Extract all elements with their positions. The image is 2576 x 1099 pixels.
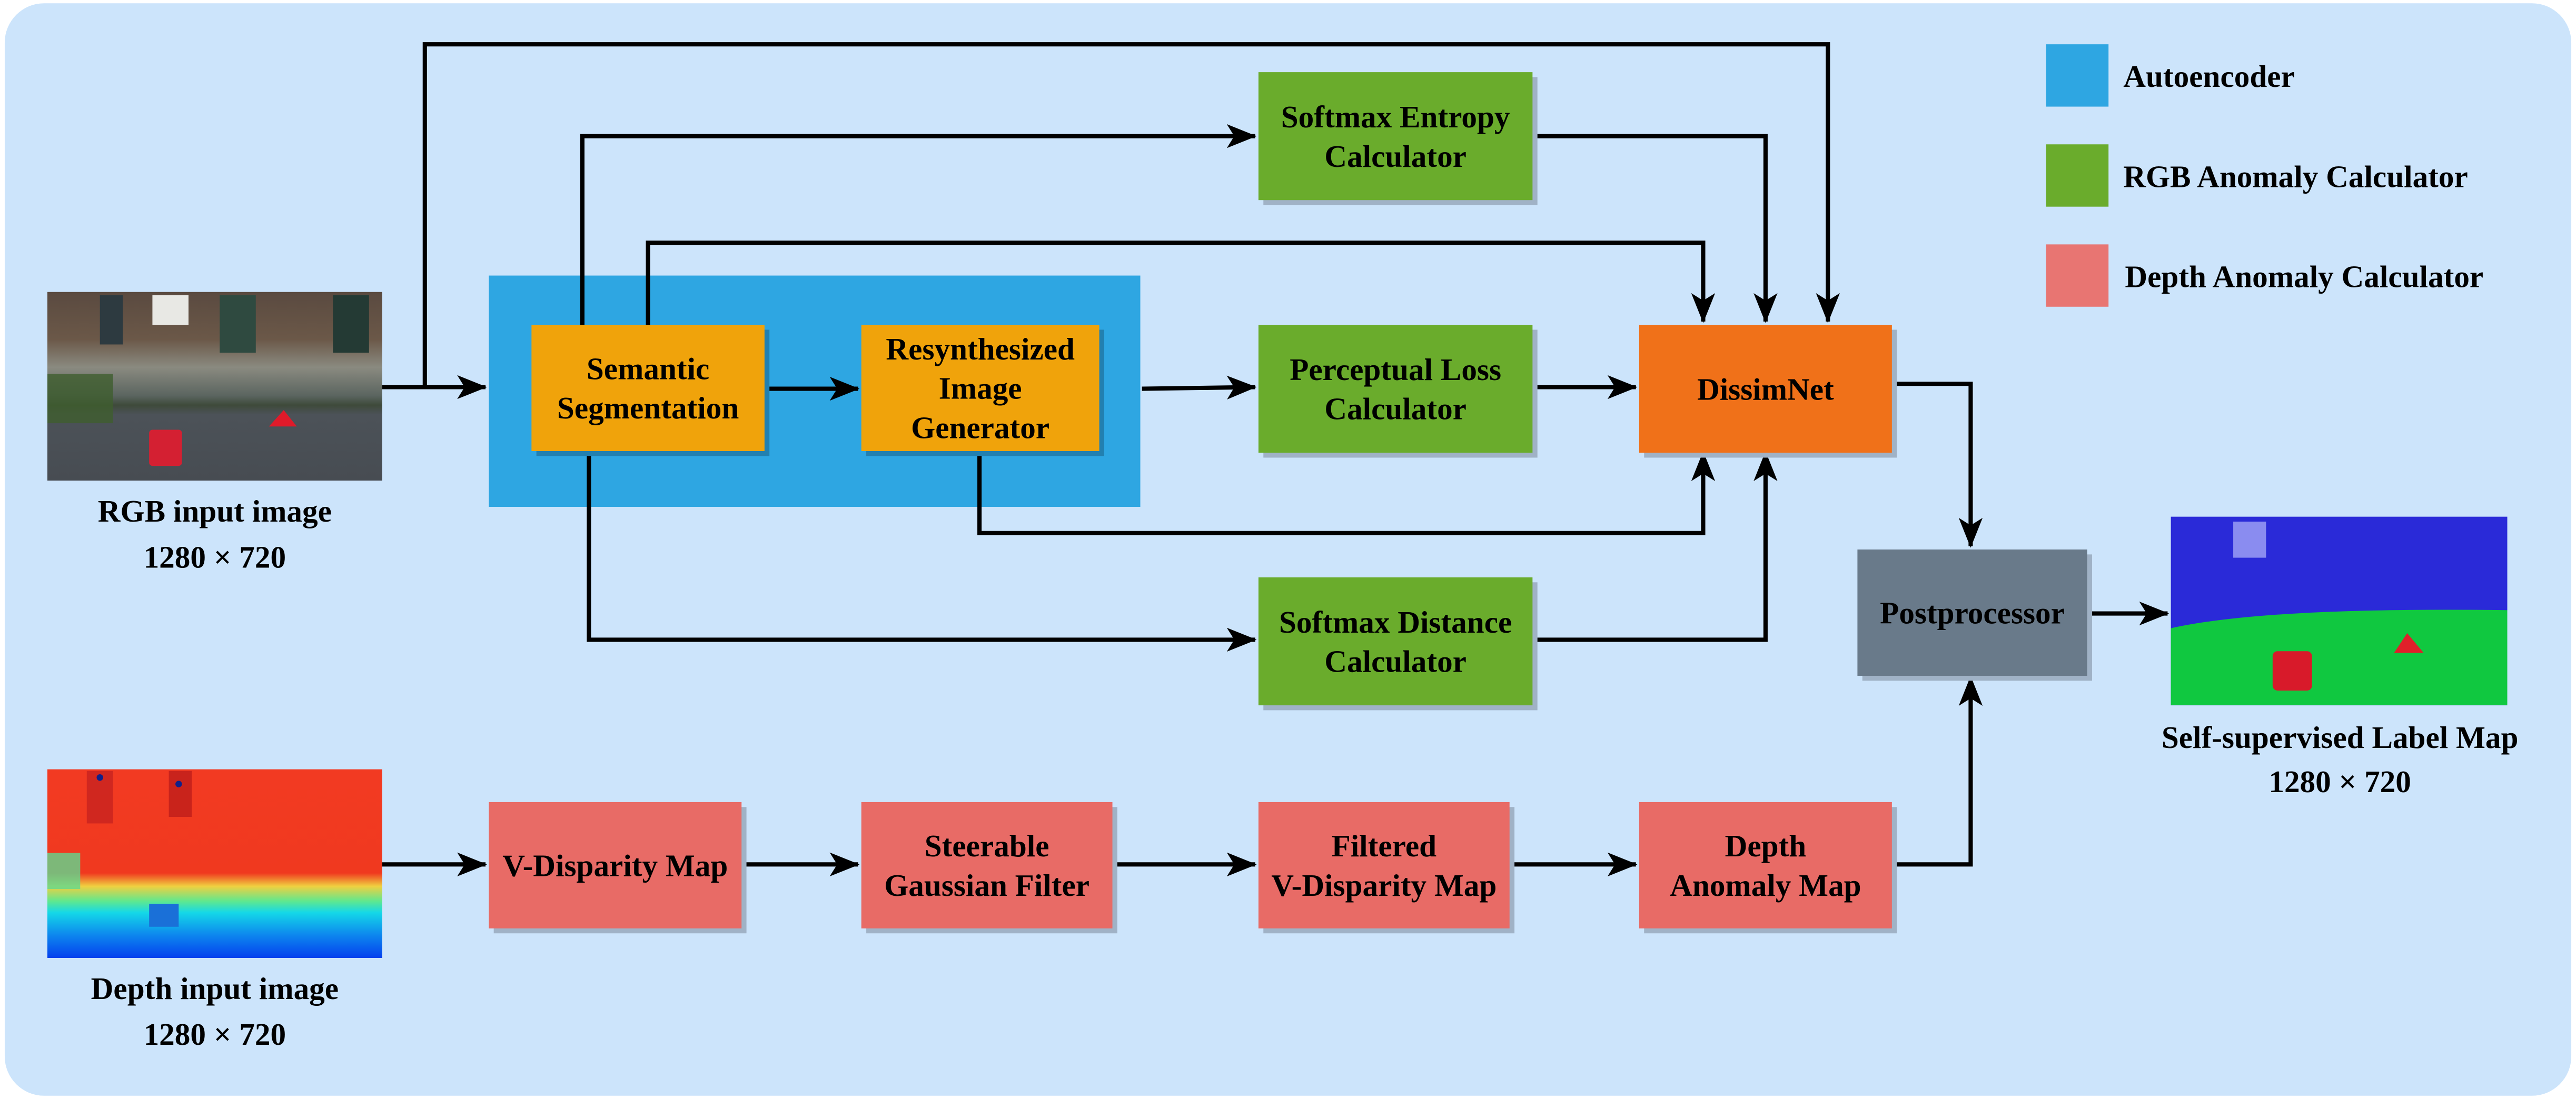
- depth-input-size: 1280 × 720: [144, 1017, 286, 1052]
- wire-resynth-to-dissimnet: [977, 451, 1716, 535]
- wire-dissimnet-to-postprocessor: [1893, 382, 1983, 548]
- block-box: [861, 802, 1113, 928]
- block-label: DissimNet: [1697, 372, 1834, 406]
- block-label: Steerable: [925, 828, 1049, 863]
- legend-label: Depth Anomaly Calculator: [2125, 259, 2483, 294]
- block-box: [1857, 549, 2087, 676]
- legend-label: RGB Anomaly Calculator: [2123, 159, 2468, 194]
- wire-distance-to-dissimnet: [1534, 451, 1778, 642]
- output-size: 1280 × 720: [2268, 764, 2411, 799]
- block-box: [1258, 72, 1533, 201]
- block-label: Segmentation: [557, 391, 739, 425]
- wire-seg-to-entropy: [580, 124, 1257, 325]
- block-label: Perceptual Loss: [1290, 352, 1501, 387]
- block-label: Calculator: [1324, 392, 1467, 426]
- block-label: Depth: [1725, 828, 1807, 863]
- block-label: Filtered: [1332, 828, 1437, 863]
- block-box: [861, 325, 1099, 452]
- block-label: Softmax Distance: [1279, 605, 1512, 640]
- block-box: [1639, 802, 1892, 928]
- depth-input-image: [47, 769, 382, 958]
- block-box: [1258, 577, 1533, 706]
- legend-swatch: [2046, 244, 2109, 307]
- wire-resynth-to-perceptual: [1142, 375, 1257, 399]
- block-label: Image: [939, 371, 1022, 406]
- legend-swatch: [2046, 144, 2109, 207]
- block-dissimnet: DissimNet: [1639, 325, 1897, 458]
- block-box: [1258, 325, 1533, 453]
- block-label: Semantic: [587, 351, 710, 386]
- block-label: V-Disparity Map: [502, 848, 728, 883]
- self-supervised-label-map-image: [2171, 516, 2508, 706]
- rgb-input-size: 1280 × 720: [144, 539, 286, 574]
- block-label: Softmax Entropy: [1281, 99, 1510, 134]
- block-label: Postprocessor: [1880, 596, 2065, 631]
- block-v-disparity: V-Disparity Map: [489, 802, 747, 934]
- output-title: Self-supervised Label Map: [2162, 720, 2519, 755]
- wire-depthanomaly-to-postprocessor: [1893, 676, 1983, 867]
- block-label: V-Disparity Map: [1271, 868, 1497, 903]
- legend-label: Autoencoder: [2123, 59, 2295, 94]
- wire-seg-to-distance: [587, 451, 1257, 652]
- wire-seg-to-dissimnet: [646, 241, 1716, 325]
- block-label: Gaussian Filter: [884, 868, 1089, 903]
- block-label: Calculator: [1324, 139, 1467, 174]
- block-box: [531, 325, 765, 452]
- rgb-input-title: RGB input image: [98, 494, 332, 528]
- wire-rgb-to-dissimnet: [422, 42, 1840, 387]
- block-label: Anomaly Map: [1670, 868, 1861, 903]
- wire-entropy-to-dissimnet: [1534, 134, 1778, 323]
- block-postprocessor: Postprocessor: [1857, 549, 2093, 681]
- block-label: Calculator: [1324, 644, 1467, 679]
- block-box: [1639, 325, 1892, 453]
- connections: [382, 42, 2169, 877]
- block-label: Generator: [911, 411, 1049, 445]
- block-label: Resynthesized: [886, 332, 1075, 366]
- block-box: [489, 802, 742, 928]
- legend-swatch: [2046, 44, 2109, 107]
- depth-input-title: Depth input image: [91, 971, 339, 1006]
- block-box: [1258, 802, 1510, 928]
- rgb-input-image: [47, 292, 382, 481]
